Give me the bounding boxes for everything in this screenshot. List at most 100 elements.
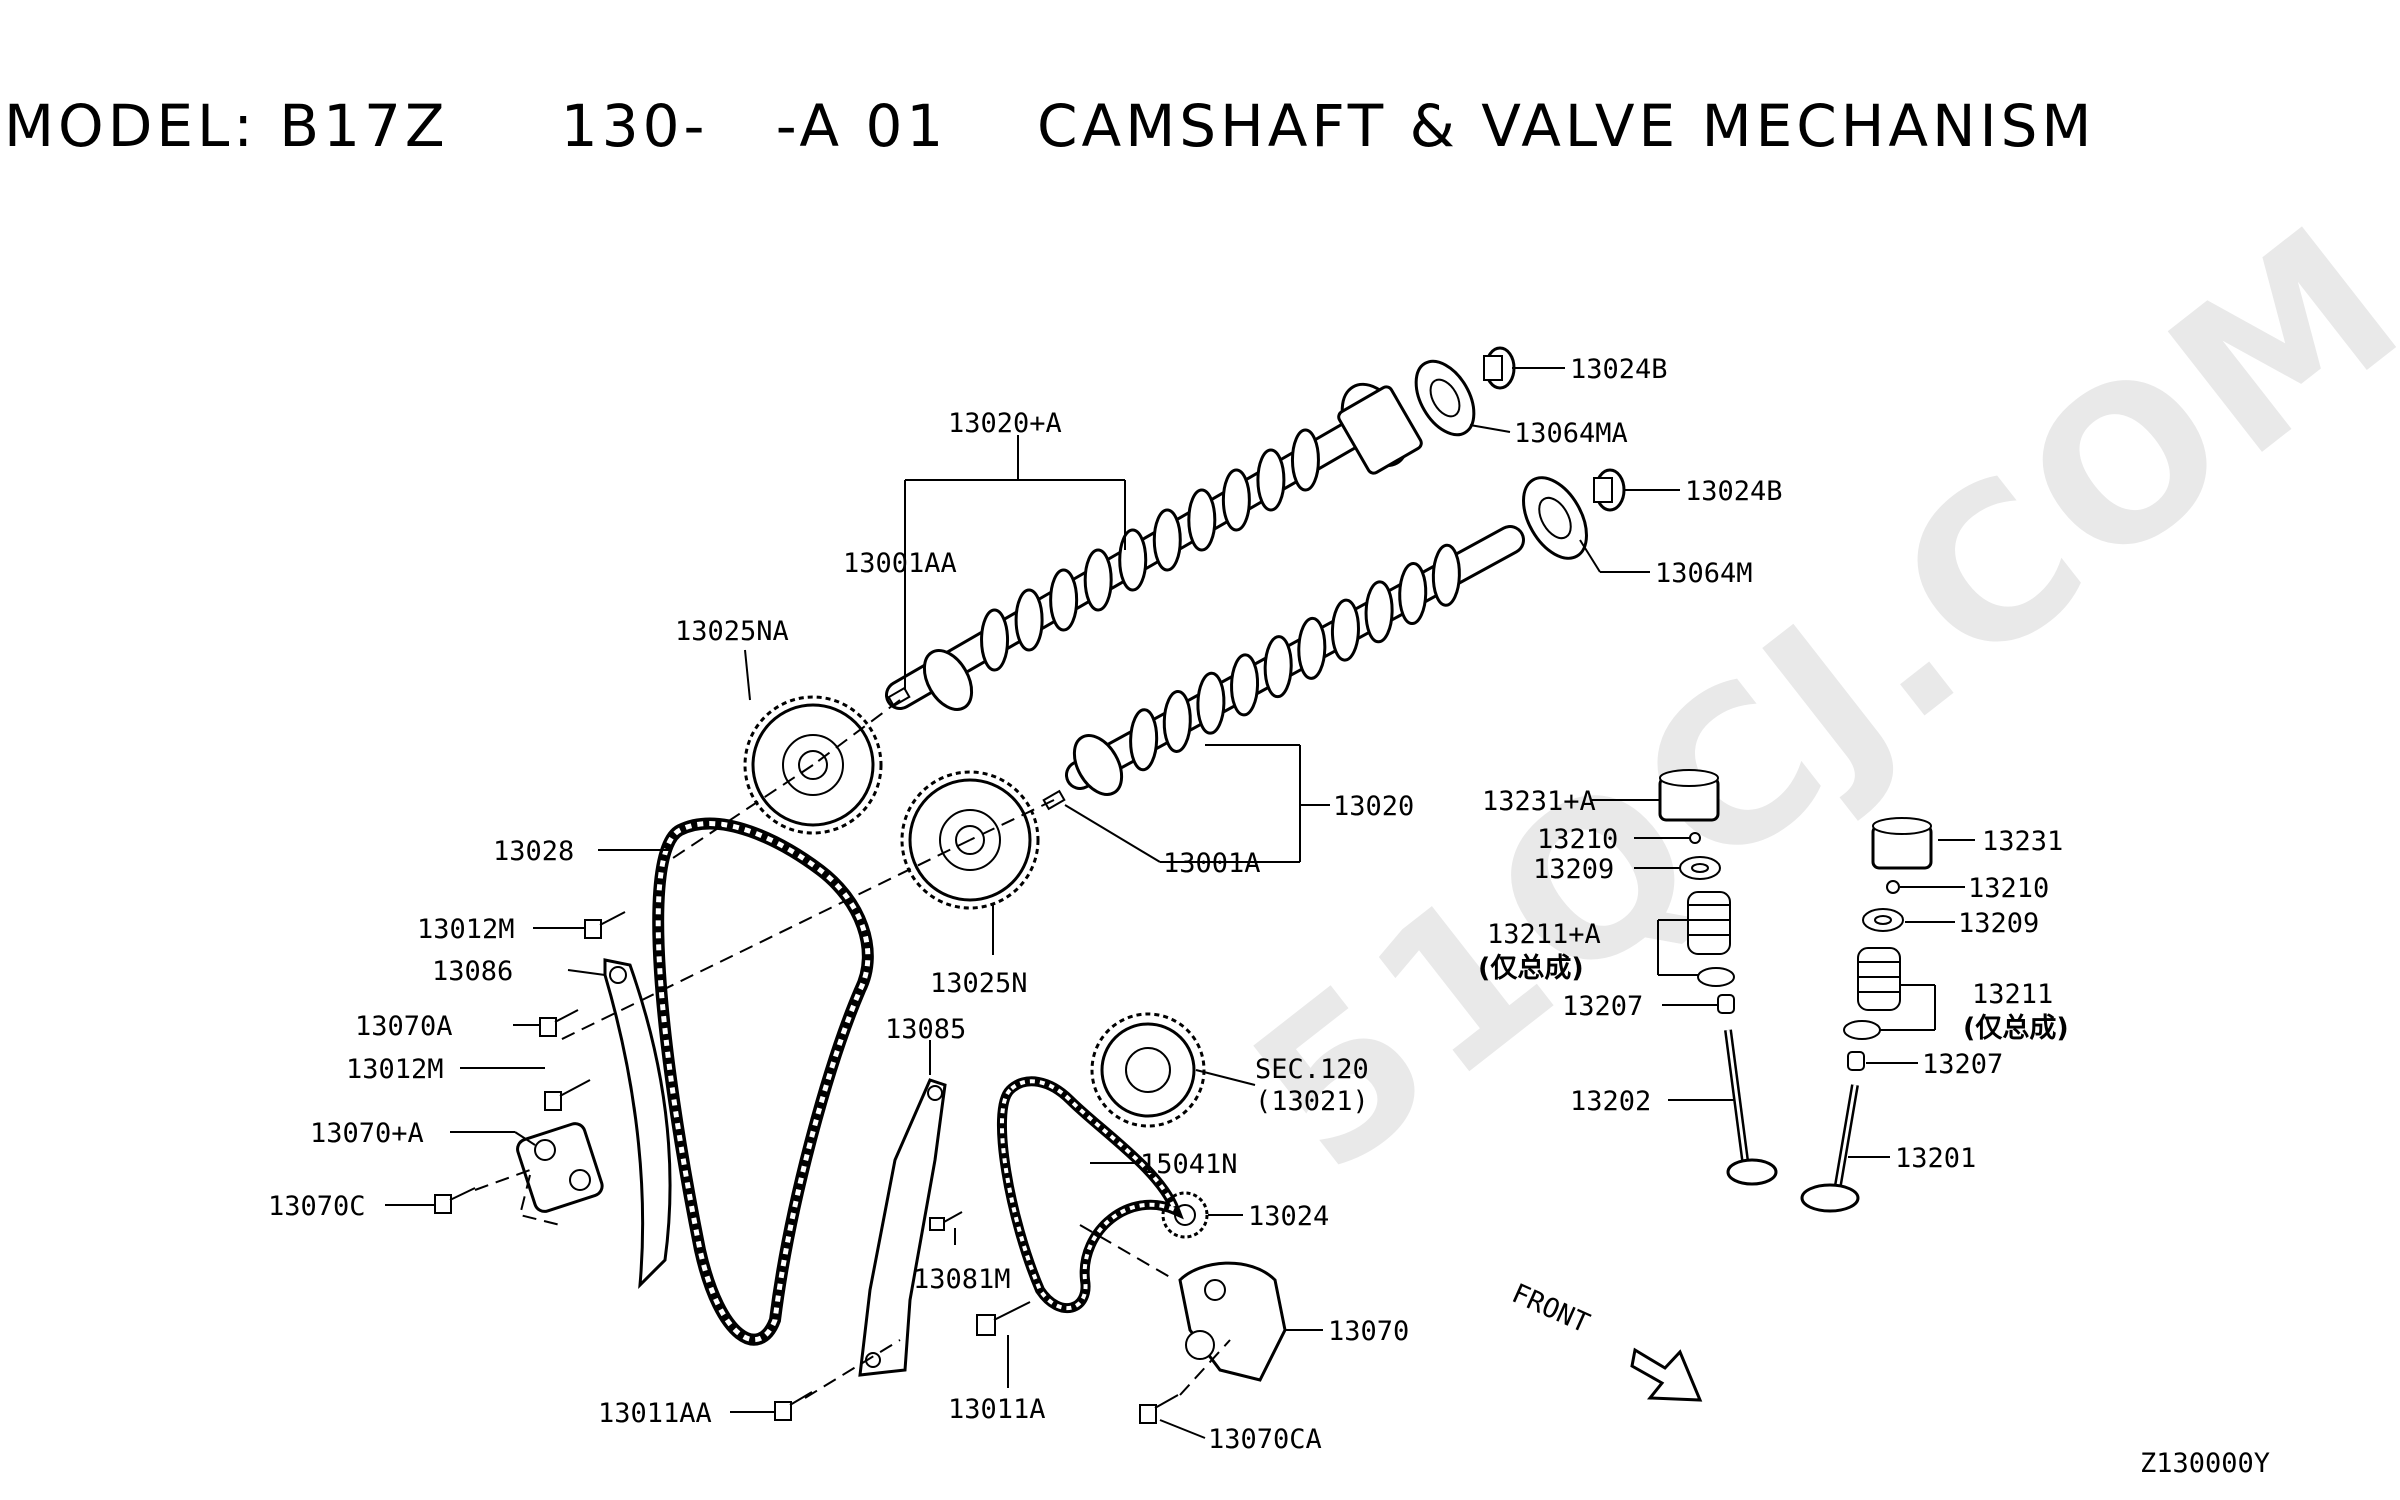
cam-plate-13064MA	[1414, 359, 1476, 437]
bolt-13012M-upper	[584, 911, 626, 939]
cam-lobe	[1364, 580, 1394, 644]
crank-sprocket-sec120	[1090, 1012, 1206, 1128]
diagram-title: MODEL: B17Z 130- -A 01 CAMSHAFT & VALVE …	[4, 92, 2096, 160]
label-13207-right: 13207	[1922, 1049, 2003, 1080]
cam-lobe	[1162, 689, 1192, 753]
label-13231: 13231	[1982, 826, 2063, 857]
valve-seal-13207-right	[1847, 1051, 1865, 1071]
label-13001A: 13001A	[1163, 848, 1261, 879]
cam-lobe	[1118, 528, 1148, 592]
label-13024B-upper: 13024B	[1570, 354, 1668, 385]
valve-collet-13210-left	[1689, 832, 1701, 844]
part-labels: 13024B 13064MA 13020+A 13024B 13064M 130…	[268, 354, 2270, 1479]
cam-lobe	[1049, 568, 1079, 632]
watermark: 51QCJ.COM	[1210, 178, 2400, 1220]
label-13020-A: 13020+A	[948, 408, 1062, 439]
chain-tensioner-13070A	[516, 1122, 604, 1213]
label-13210-left: 13210	[1537, 824, 1618, 855]
label-13024B-lower: 13024B	[1685, 476, 1783, 507]
cam-lobe	[1196, 671, 1226, 735]
label-13210-right: 13210	[1968, 873, 2049, 904]
leader-lines	[385, 367, 1975, 1439]
dowel-pin-13001AA	[887, 686, 911, 708]
label-13011A: 13011A	[948, 1394, 1046, 1425]
label-13012M-upper: 13012M	[417, 914, 515, 945]
valve-seal-13207-left	[1717, 994, 1735, 1014]
label-13211: 13211	[1972, 979, 2053, 1010]
slack-guide-13085	[858, 1078, 947, 1377]
oil-pump-tensioner-13070	[1178, 1261, 1287, 1382]
label-13020: 13020	[1333, 791, 1414, 822]
cam-lobe	[1290, 428, 1320, 492]
label-13001AA: 13001AA	[843, 548, 957, 579]
cam-lobe	[1330, 598, 1360, 662]
label-sec120: SEC.120	[1255, 1054, 1369, 1085]
label-13202: 13202	[1570, 1086, 1651, 1117]
lower-camshaft	[1065, 525, 1525, 796]
valve-collet-13210-right	[1886, 880, 1900, 894]
cam-lobe	[1297, 616, 1327, 680]
bolt-13024B-upper	[1483, 346, 1516, 390]
bolt-13011AA	[774, 1391, 813, 1421]
label-13085: 13085	[885, 1014, 966, 1045]
front-arrow-icon	[1630, 1347, 1703, 1402]
cam-lobe	[1014, 588, 1044, 652]
bolt-13070CA	[1139, 1394, 1179, 1424]
label-13081M: 13081M	[913, 1264, 1011, 1295]
front-direction-indicator: FRONT	[1507, 1278, 1703, 1402]
label-sec120-ref: (13021)	[1255, 1086, 1369, 1117]
intake-valve-13201	[1800, 1084, 1860, 1213]
cam-lobe	[1083, 548, 1113, 612]
label-13070-A: 13070+A	[310, 1118, 424, 1149]
label-13028: 13028	[493, 836, 574, 867]
bolt-13011A	[976, 1301, 1031, 1336]
label-13211-note: (仅总成)	[1963, 1013, 2069, 1044]
valve-spring-13211	[1843, 947, 1901, 1040]
cam-lobe	[1230, 653, 1260, 717]
label-13211-A-note: (仅总成)	[1478, 953, 1584, 984]
bolt-13070C	[434, 1187, 476, 1214]
timing-chain-13028	[652, 817, 874, 1346]
label-13209-left: 13209	[1533, 854, 1614, 885]
cam-lobe	[1187, 488, 1217, 552]
label-13012M-lower: 13012M	[346, 1054, 444, 1085]
cam-lobe	[1152, 508, 1182, 572]
label-13070CA: 13070CA	[1208, 1424, 1322, 1455]
label-13211-A: 13211+A	[1487, 919, 1601, 950]
label-13086: 13086	[432, 956, 513, 987]
label-13207-left: 13207	[1562, 991, 1643, 1022]
label-13231-A: 13231+A	[1482, 786, 1596, 817]
label-13064M: 13064M	[1655, 558, 1753, 589]
label-13024: 13024	[1248, 1201, 1329, 1232]
valve-spring-13211A	[1687, 891, 1735, 987]
pin-13081M	[929, 1211, 963, 1231]
cam-lobe	[1431, 543, 1461, 607]
bolt-13012M-lower	[544, 1079, 591, 1111]
cam-lobe	[1263, 635, 1293, 699]
spring-retainer-13209-left	[1679, 856, 1721, 880]
valve-lifter-13231	[1871, 817, 1933, 870]
figure-code: Z130000Y	[2140, 1448, 2270, 1479]
cam-plate-13064M	[1522, 476, 1588, 560]
label-13201: 13201	[1895, 1143, 1976, 1174]
label-13025NA: 13025NA	[675, 616, 789, 647]
bolt-13024B-lower	[1593, 468, 1626, 512]
cam-lobe	[1129, 708, 1159, 772]
label-13070A: 13070A	[355, 1011, 453, 1042]
cam-lobe	[980, 608, 1010, 672]
label-13209-right: 13209	[1958, 908, 2039, 939]
front-label: FRONT	[1507, 1278, 1594, 1339]
bolt-13070A	[539, 1009, 579, 1037]
label-15041N: 15041N	[1140, 1149, 1238, 1180]
spring-retainer-13209-right	[1862, 908, 1904, 932]
cam-lobe	[1256, 448, 1286, 512]
label-13070C: 13070C	[268, 1191, 366, 1222]
label-13011AA: 13011AA	[598, 1398, 712, 1429]
tension-guide-13086	[603, 958, 672, 1289]
oil-pump-chain-15041N	[996, 1076, 1184, 1314]
label-13064MA: 13064MA	[1514, 418, 1628, 449]
exhaust-valve-13202	[1724, 1029, 1778, 1186]
upper-camshaft	[885, 382, 1423, 711]
label-13025N: 13025N	[930, 968, 1028, 999]
